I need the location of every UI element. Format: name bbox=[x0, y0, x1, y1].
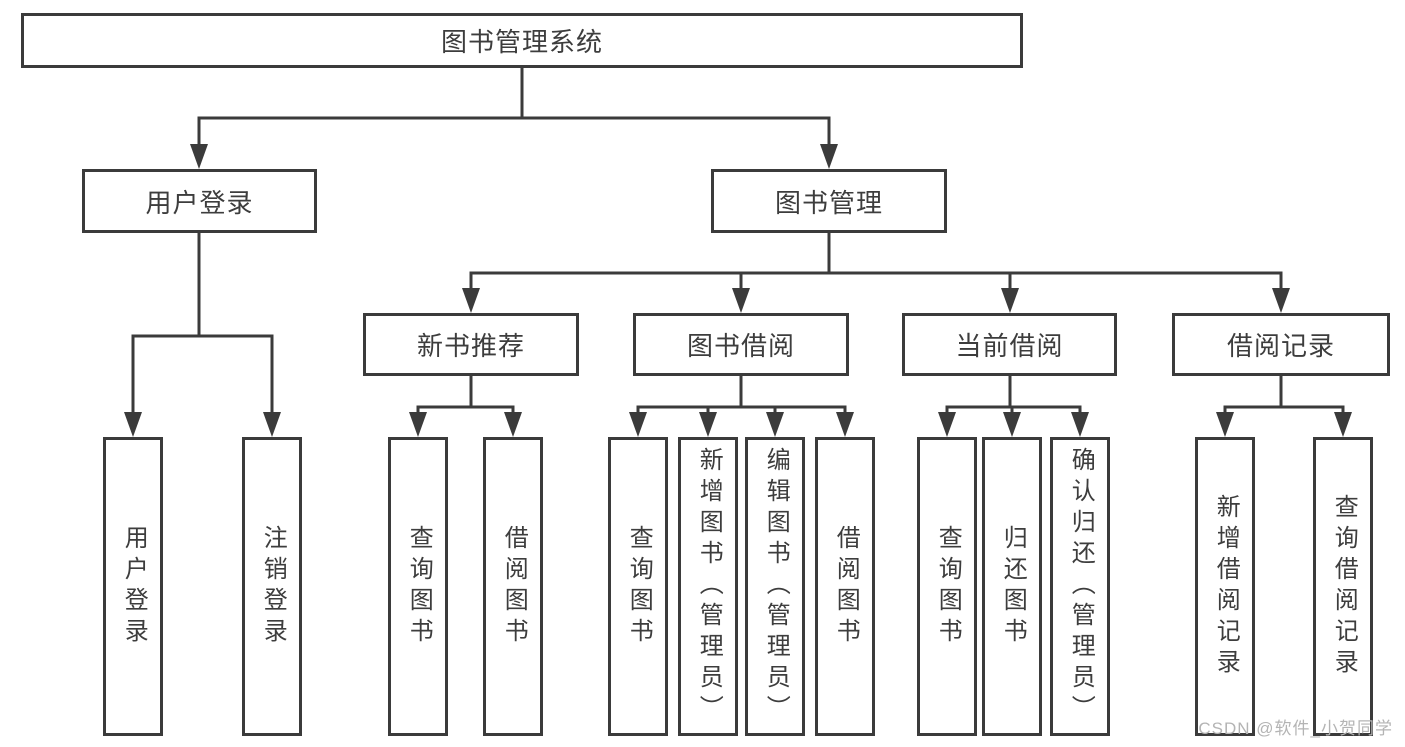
leaf-user-login: 用户登录 bbox=[103, 437, 163, 736]
arrowhead bbox=[1334, 412, 1352, 437]
leaf-logout: 注销登录 bbox=[242, 437, 302, 736]
leaf-label: 用户登录 bbox=[120, 524, 148, 649]
node-current-borrowing: 当前借阅 bbox=[902, 313, 1117, 376]
arrowhead bbox=[629, 412, 647, 437]
watermark: CSDN @软件_小贺同学 bbox=[1198, 719, 1393, 738]
leaf-current-confirm-return-admin: 确认归还（管理员） bbox=[1050, 437, 1110, 736]
arrowhead bbox=[124, 412, 142, 437]
leaf-current-return-book: 归还图书 bbox=[982, 437, 1042, 736]
arrowhead bbox=[1003, 412, 1021, 437]
leaf-label: 注销登录 bbox=[259, 524, 287, 649]
arrowhead bbox=[732, 288, 750, 313]
arrowhead bbox=[820, 144, 838, 169]
leaf-borrow-edit-book-admin: 编辑图书（管理员） bbox=[745, 437, 805, 736]
arrowhead bbox=[836, 412, 854, 437]
leaf-label: 编辑图书（管理员） bbox=[762, 447, 790, 726]
connector-shafts bbox=[131, 66, 1345, 416]
leaf-label: 确认归还（管理员） bbox=[1067, 447, 1095, 726]
leaf-newbook-query-book: 查询图书 bbox=[388, 437, 448, 736]
node-library-management-system: 图书管理系统 bbox=[21, 13, 1023, 68]
leaf-label: 借阅图书 bbox=[832, 524, 860, 649]
arrowhead bbox=[462, 288, 480, 313]
arrowhead bbox=[766, 412, 784, 437]
arrowhead bbox=[263, 412, 281, 437]
arrowhead bbox=[1216, 412, 1234, 437]
node-book-borrowing: 图书借阅 bbox=[633, 313, 849, 376]
node-user-login: 用户登录 bbox=[82, 169, 317, 233]
leaf-label: 新增图书（管理员） bbox=[695, 447, 723, 726]
arrowhead bbox=[504, 412, 522, 437]
leaf-label: 查询借阅记录 bbox=[1330, 493, 1358, 680]
leaf-label: 查询图书 bbox=[934, 524, 962, 649]
leaf-borrow-add-book-admin: 新增图书（管理员） bbox=[678, 437, 738, 736]
arrowhead bbox=[1001, 288, 1019, 313]
leaf-record-add-borrow-record: 新增借阅记录 bbox=[1195, 437, 1255, 736]
leaf-label: 查询图书 bbox=[625, 524, 653, 649]
leaf-current-query-book: 查询图书 bbox=[917, 437, 977, 736]
leaf-record-query-borrow-record: 查询借阅记录 bbox=[1313, 437, 1373, 736]
arrowhead bbox=[409, 412, 427, 437]
arrowheads bbox=[124, 144, 1352, 437]
arrowhead bbox=[699, 412, 717, 437]
arrowhead bbox=[190, 144, 208, 169]
arrowhead bbox=[1272, 288, 1290, 313]
node-new-book-recommendation: 新书推荐 bbox=[363, 313, 579, 376]
leaf-newbook-borrow-book: 借阅图书 bbox=[483, 437, 543, 736]
arrowhead bbox=[1071, 412, 1089, 437]
node-book-management: 图书管理 bbox=[711, 169, 947, 233]
leaf-label: 新增借阅记录 bbox=[1212, 493, 1240, 680]
node-borrowing-records: 借阅记录 bbox=[1172, 313, 1390, 376]
leaf-borrow-query-book: 查询图书 bbox=[608, 437, 668, 736]
leaf-label: 借阅图书 bbox=[500, 524, 528, 649]
leaf-label: 归还图书 bbox=[999, 524, 1027, 649]
arrowhead bbox=[938, 412, 956, 437]
leaf-label: 查询图书 bbox=[405, 524, 433, 649]
leaf-borrow-borrow-book: 借阅图书 bbox=[815, 437, 875, 736]
